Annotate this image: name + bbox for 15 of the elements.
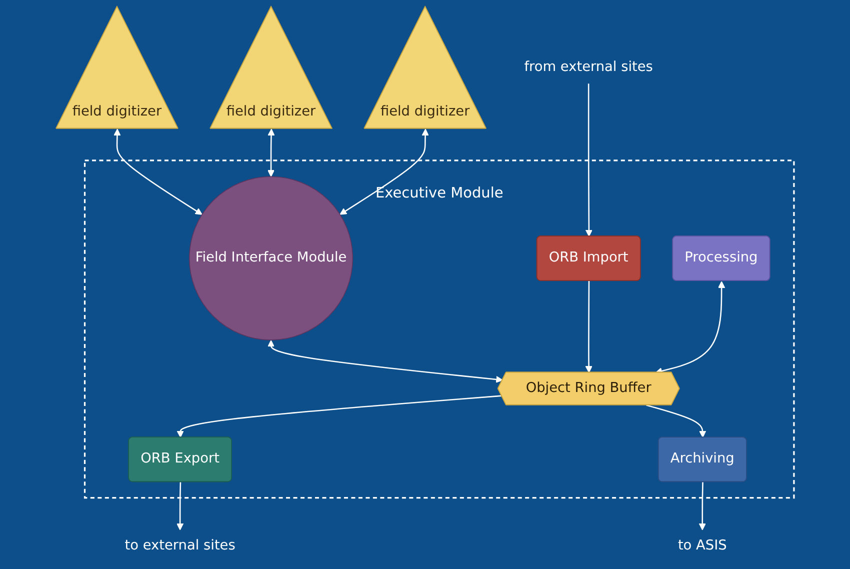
arrow [585,84,592,237]
node-text: to ASIS [678,538,727,554]
arrow [114,128,202,215]
arrow [267,340,503,383]
node-text: from external sites [524,58,653,75]
node-text: to external sites [124,538,236,554]
arrow [176,395,502,438]
arrow [340,128,429,215]
arrow [176,482,184,530]
arrow [655,281,726,374]
arrow [267,128,275,177]
arrow [698,482,706,530]
arrow [585,281,592,373]
arrow [646,404,706,438]
node-circle: Field Interface Module [188,176,354,340]
